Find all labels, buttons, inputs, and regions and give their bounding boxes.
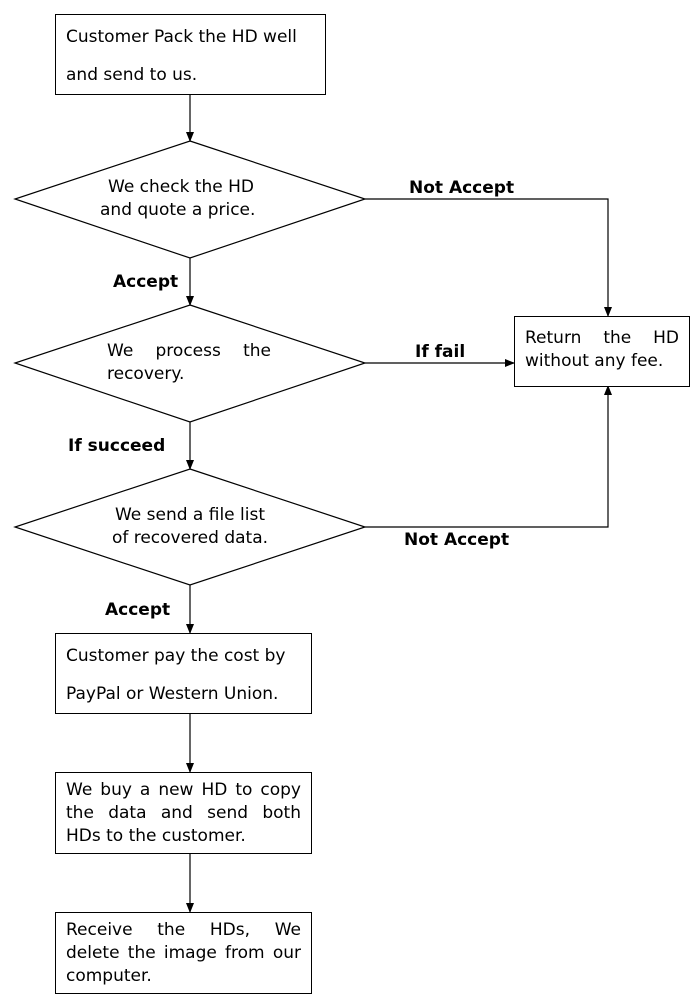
step-pack-line2: and send to us. <box>66 65 198 85</box>
step-buy-line3: HDs to the customer. <box>66 826 246 846</box>
step-receive-line2: delete the image from our <box>66 943 301 963</box>
step-pack-line1: Customer Pack the HD well <box>66 27 297 47</box>
step-pay-line1: Customer pay the cost by <box>66 646 286 666</box>
step-buy-box: We buy a new HD to copy the data and sen… <box>55 772 312 854</box>
decision-filelist-line1: We send a file list <box>114 505 266 525</box>
return-line1: Return the HD <box>525 328 679 348</box>
step-pay-box: Customer pay the cost by PayPal or Weste… <box>55 633 312 714</box>
arrow-check-not-accept <box>365 198 612 317</box>
label-if-fail: If fail <box>415 342 466 362</box>
step-pay-line2: PayPal or Western Union. <box>66 684 279 704</box>
decision-process-line1: We process the <box>107 341 271 361</box>
label-accept-top: Accept <box>113 272 179 292</box>
label-not-accept-top: Not Accept <box>409 178 515 198</box>
decision-filelist-line2: of recovered data. <box>111 528 269 548</box>
decision-check-line2: and quote a price. <box>100 200 256 220</box>
label-not-accept-bottom: Not Accept <box>404 530 510 550</box>
decision-process-text: We process the recovery. <box>107 340 271 386</box>
label-accept-bottom: Accept <box>105 600 171 620</box>
decision-filelist-text: We send a file list of recovered data. <box>95 504 285 550</box>
label-if-succeed: If succeed <box>68 436 166 456</box>
return-line2: without any fee. <box>525 351 664 371</box>
return-box: Return the HD without any fee. <box>514 316 690 387</box>
decision-process-line2: recovery. <box>107 364 185 384</box>
arrow-filelist-not-accept <box>365 385 612 528</box>
step-receive-line1: Receive the HDs, We <box>66 920 301 940</box>
decision-check-text: We check the HD and quote a price. <box>100 176 280 222</box>
step-buy-line1: We buy a new HD to copy <box>66 780 301 800</box>
step-receive-box: Receive the HDs, We delete the image fro… <box>55 912 312 994</box>
step-pack-box: Customer Pack the HD well and send to us… <box>55 14 326 95</box>
decision-check-line1: We check the HD <box>108 177 255 197</box>
step-receive-line3: computer. <box>66 966 152 986</box>
step-buy-line2: the data and send both <box>66 803 301 823</box>
